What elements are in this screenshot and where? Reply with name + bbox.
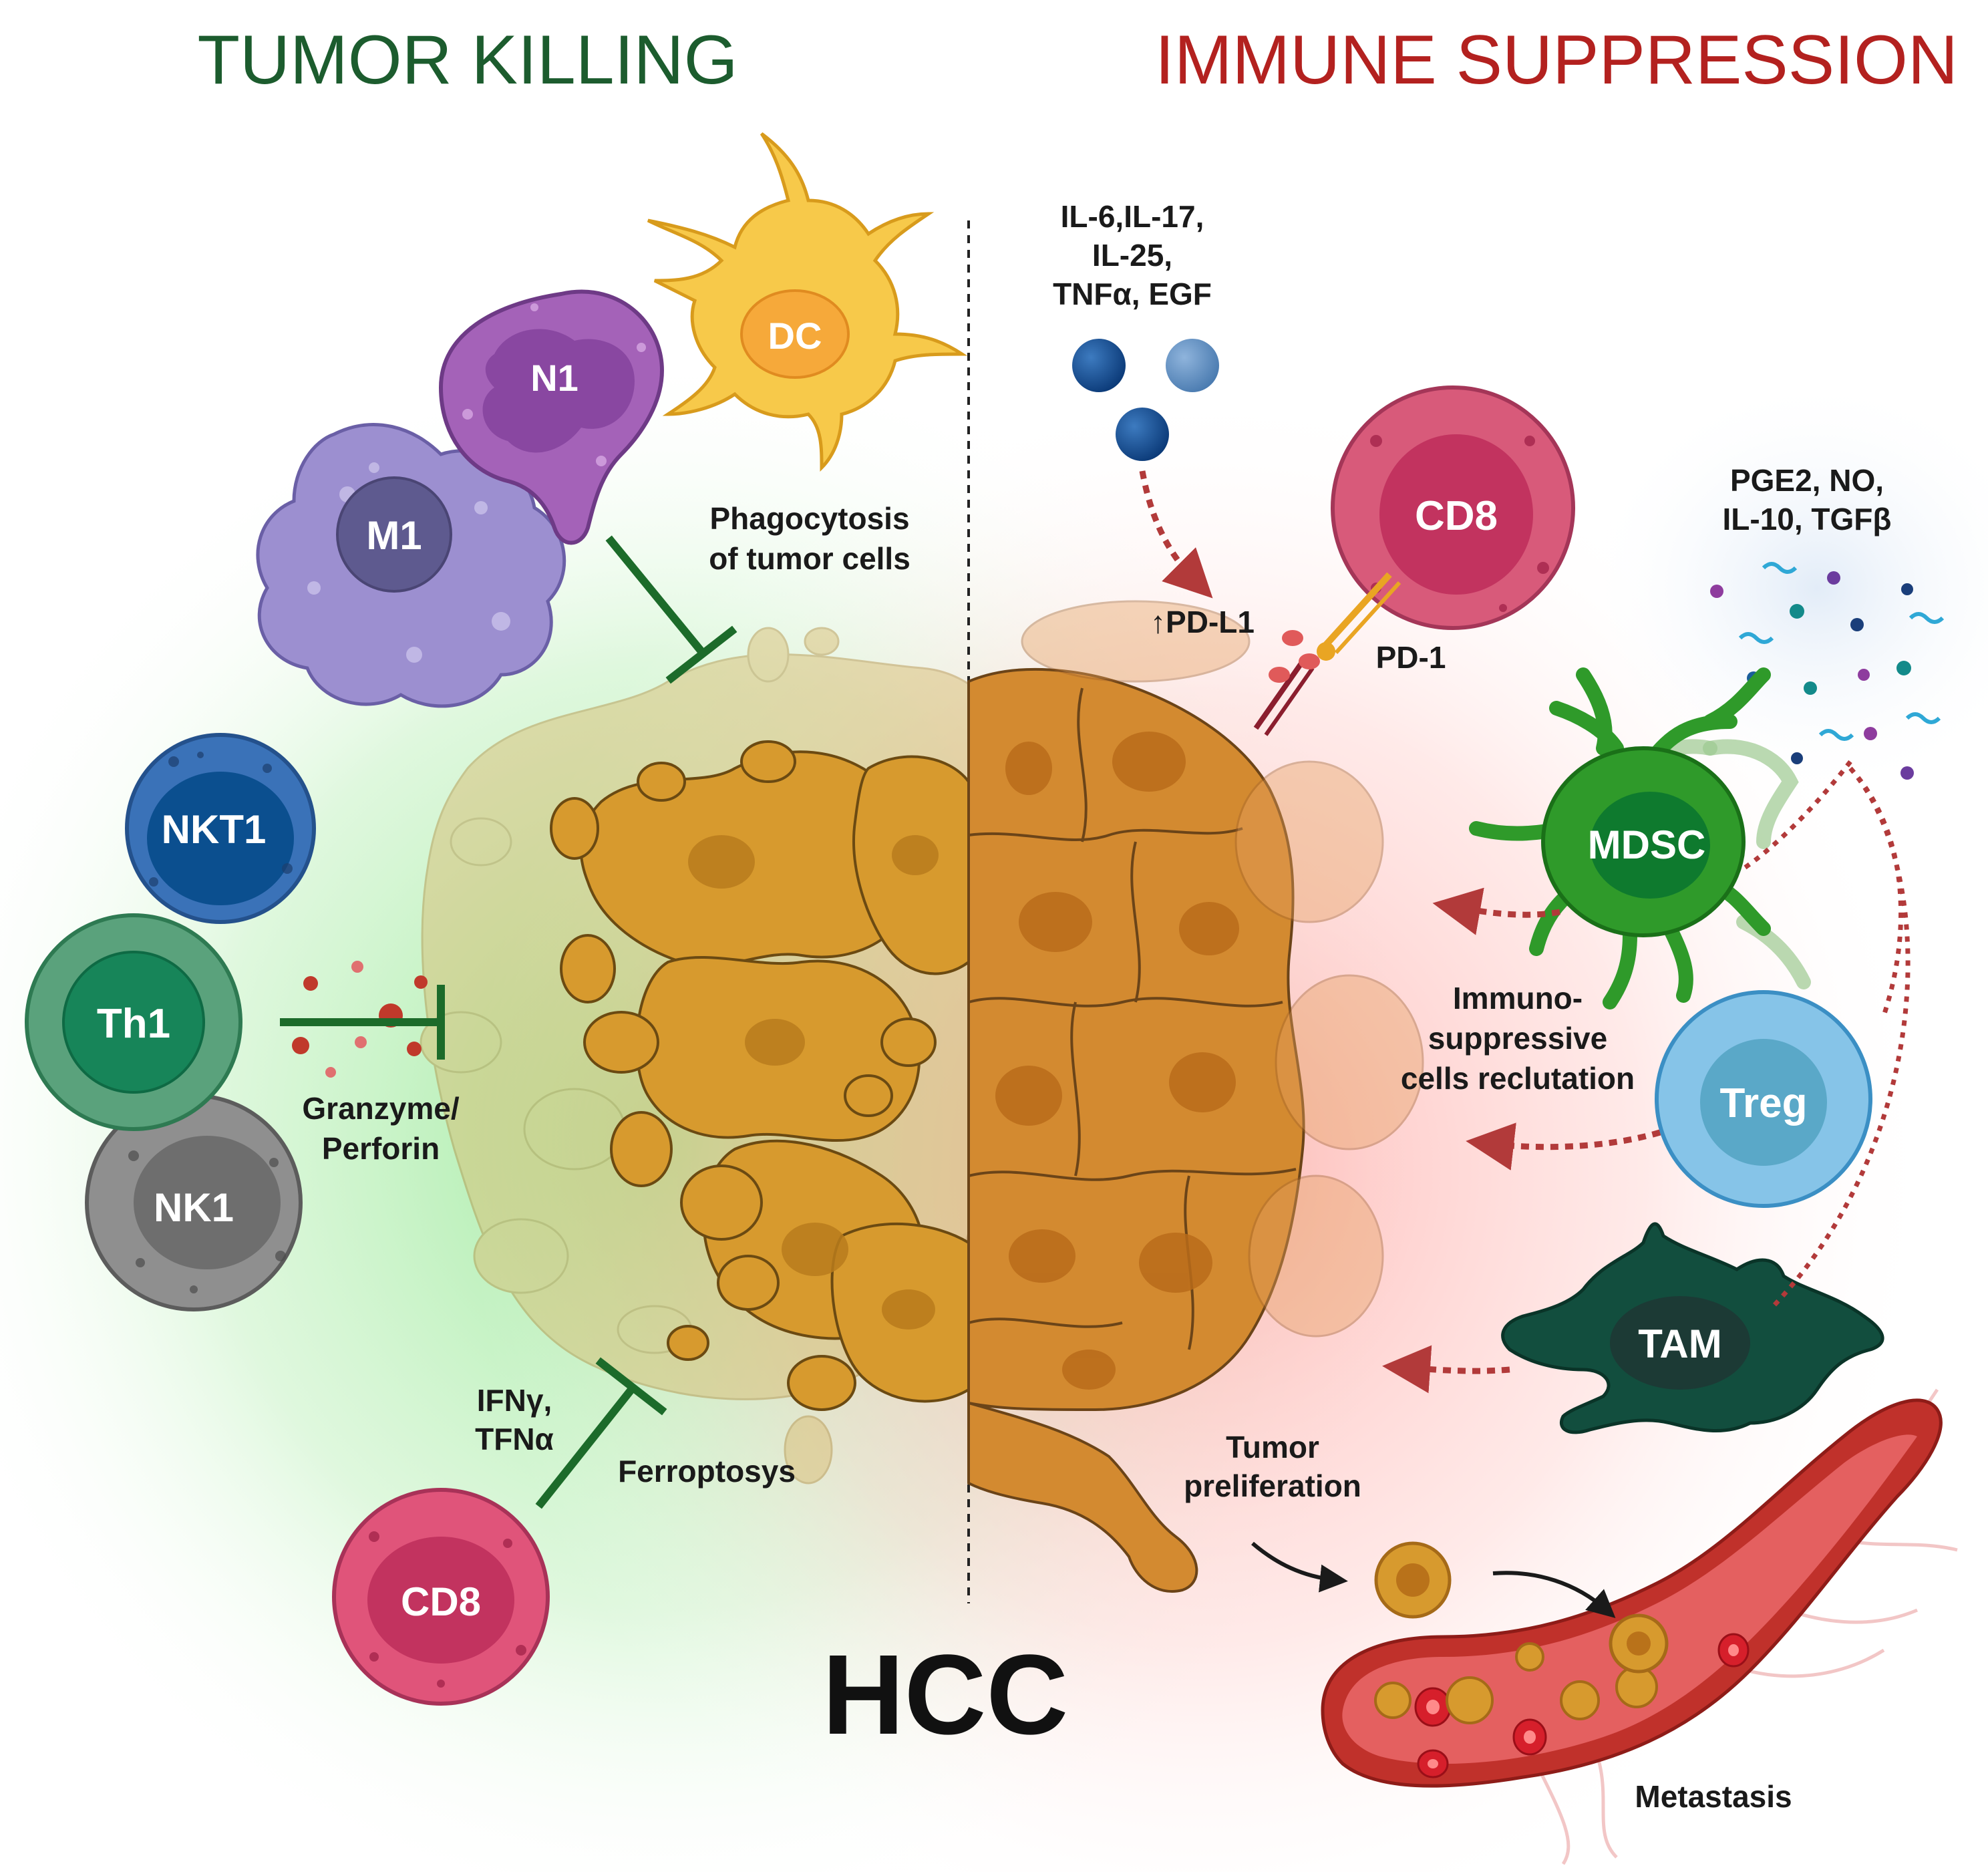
ifn-label-2: TFNα bbox=[475, 1422, 554, 1456]
metastasis-arrows bbox=[1251, 1541, 1616, 1618]
nkt1-cell: NKT1 bbox=[125, 733, 316, 924]
tumor-prolif-label-1: Tumor bbox=[1226, 1430, 1319, 1464]
nkt1-label: NKT1 bbox=[162, 807, 267, 852]
cytokines-label-2: IL-25, bbox=[1092, 238, 1172, 273]
treg-label: Treg bbox=[1720, 1080, 1808, 1126]
immuno-label-1: Immuno- bbox=[1453, 981, 1583, 1016]
hcc-label: HCC bbox=[822, 1631, 1068, 1758]
recruitment-arrows bbox=[1382, 887, 1661, 1394]
cytokines-label-3: TNFα, EGF bbox=[1053, 277, 1212, 311]
tumor-prolif-label-2: preliferation bbox=[1184, 1468, 1361, 1503]
mdsc-arrow bbox=[1432, 887, 1560, 935]
cd8-left-label: CD8 bbox=[401, 1579, 481, 1624]
ifn-inhibit-line bbox=[535, 1384, 637, 1509]
blue-glow bbox=[1583, 374, 1988, 802]
cd8-right-cell: CD8 bbox=[1331, 385, 1575, 630]
cytokine-arrow bbox=[1139, 470, 1213, 599]
metastasis-label: Metastasis bbox=[1635, 1779, 1792, 1814]
tam-cell: TAM bbox=[1501, 1222, 1884, 1434]
dc-dendritic-cell: DC bbox=[647, 132, 968, 472]
phagocytosis-label-1: Phagocytosis bbox=[709, 501, 909, 536]
tam-arrow bbox=[1382, 1345, 1510, 1394]
soluble-factors bbox=[1710, 562, 1945, 780]
treg-cell: Treg bbox=[1655, 990, 1872, 1208]
blood-vessel bbox=[1321, 1388, 1958, 1865]
ifn-label-1: IFNγ, bbox=[477, 1383, 552, 1418]
cd8-left-cell: CD8 bbox=[332, 1488, 550, 1706]
pdl1-label: ↑PD-L1 bbox=[1150, 605, 1255, 639]
tam-label: TAM bbox=[1638, 1321, 1722, 1366]
pge2-label-2: IL-10, TGFβ bbox=[1723, 502, 1892, 536]
cd8-right-label: CD8 bbox=[1415, 493, 1498, 539]
mdsc-cell: MDSC bbox=[1469, 667, 1811, 1009]
red-blood-cells bbox=[1414, 1633, 1750, 1778]
ferroptosis-label: Ferroptosys bbox=[618, 1454, 796, 1489]
cytokine-molecules bbox=[1072, 339, 1219, 461]
phagocytosis-inhibit-line bbox=[605, 535, 707, 657]
pge2-label-1: PGE2, NO, bbox=[1730, 463, 1884, 498]
n1-neutrophil: N1 bbox=[438, 289, 664, 545]
circulating-tumor-cells bbox=[1374, 1642, 1658, 1724]
immuno-label-2: suppressive bbox=[1428, 1021, 1607, 1056]
m1-label: M1 bbox=[366, 513, 422, 558]
heading-immune-suppression: IMMUNE SUPPRESSION bbox=[1155, 21, 1958, 99]
nk1-cell: NK1 bbox=[85, 1094, 303, 1311]
heading-tumor-killing: TUMOR KILLING bbox=[198, 21, 738, 99]
immuno-label-3: cells reclutation bbox=[1401, 1061, 1635, 1096]
inhibition-lines bbox=[280, 535, 737, 1509]
dc-label: DC bbox=[768, 315, 822, 357]
th1-label: Th1 bbox=[97, 1001, 170, 1047]
mdsc-label: MDSC bbox=[1588, 822, 1706, 867]
pd1-pdl1-interaction bbox=[1253, 572, 1401, 736]
n1-label: N1 bbox=[530, 357, 578, 399]
nk1-label: NK1 bbox=[154, 1185, 234, 1230]
treg-arrow bbox=[1466, 1122, 1661, 1171]
cytokines-label-1: IL-6,IL-17, bbox=[1061, 199, 1204, 234]
granzyme-label-1: Granzyme/ bbox=[302, 1091, 459, 1126]
factor-signaling-lines bbox=[1742, 760, 1911, 1311]
granzyme-label-2: Perforin bbox=[322, 1131, 440, 1166]
th1-cell: Th1 bbox=[25, 913, 242, 1131]
pd1-label: PD-1 bbox=[1376, 640, 1446, 675]
phagocytosis-label-2: of tumor cells bbox=[709, 541, 910, 576]
